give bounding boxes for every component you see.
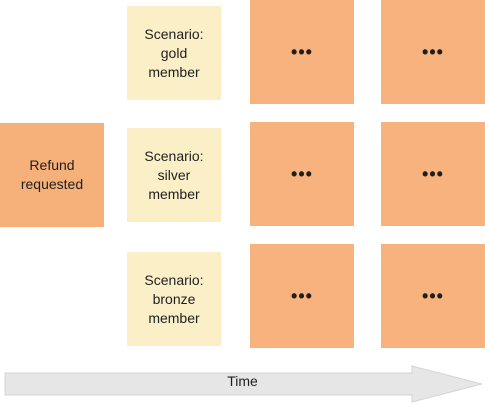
step-note-gold-2: •••	[381, 0, 485, 104]
scenario-note-silver: Scenario: silver member	[127, 128, 221, 222]
ellipsis-placeholder: •••	[291, 286, 313, 306]
ellipsis-placeholder: •••	[422, 164, 444, 184]
timeline-arrow	[4, 365, 483, 403]
ellipsis-placeholder: •••	[422, 42, 444, 62]
step-note-silver-1: •••	[250, 122, 354, 226]
event-note-refund-requested: Refund requested	[0, 123, 104, 227]
scenario-note-bronze: Scenario: bronze member	[127, 252, 221, 346]
step-note-gold-1: •••	[250, 0, 354, 104]
ellipsis-placeholder: •••	[291, 42, 313, 62]
event-label: Refund requested	[20, 157, 84, 192]
step-note-bronze-2: •••	[381, 244, 485, 348]
ellipsis-placeholder: •••	[291, 164, 313, 184]
scenario-label: Scenario: gold member	[144, 25, 204, 80]
scenario-label: Scenario: bronze member	[144, 271, 204, 326]
scenario-label: Scenario: silver member	[144, 147, 204, 202]
step-note-silver-2: •••	[381, 122, 485, 226]
scenario-note-gold: Scenario: gold member	[127, 6, 221, 100]
timeline-label: Time	[227, 373, 258, 389]
ellipsis-placeholder: •••	[422, 286, 444, 306]
step-note-bronze-1: •••	[250, 244, 354, 348]
timeline-arrow-shape	[4, 365, 483, 403]
